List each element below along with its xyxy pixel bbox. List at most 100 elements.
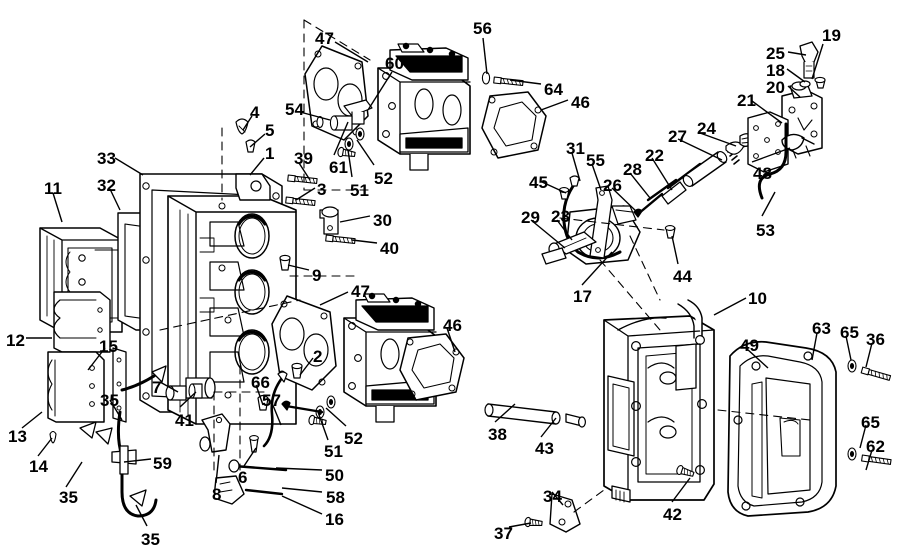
callout-49: 49	[740, 336, 759, 355]
callout-33: 33	[97, 149, 116, 168]
leader-36	[865, 342, 873, 368]
callout-65: 65	[840, 323, 859, 342]
leader-28	[629, 172, 651, 199]
callout-53: 53	[756, 221, 775, 240]
leader-3	[295, 187, 316, 201]
callout-42: 42	[663, 505, 682, 524]
callout-30: 30	[373, 211, 392, 230]
callout-46: 46	[443, 316, 462, 335]
leader-2	[299, 357, 314, 376]
callout-54: 54	[285, 100, 304, 119]
callout-7: 7	[152, 378, 162, 397]
construction-lines	[159, 19, 811, 513]
callout-32: 32	[97, 176, 116, 195]
leader-10	[713, 297, 747, 316]
reed-valve-assembly	[39, 227, 127, 444]
leader-4	[242, 115, 253, 131]
leader-52b	[325, 407, 347, 427]
callout-20: 20	[766, 78, 785, 97]
callout-56: 56	[473, 19, 492, 38]
leader-38	[494, 403, 516, 423]
leader-35c	[135, 504, 148, 527]
callout-29: 29	[521, 208, 540, 227]
leader-21	[751, 100, 783, 124]
leader-58	[281, 487, 323, 493]
callout-35: 35	[100, 391, 119, 410]
intake-manifold-body	[167, 173, 297, 425]
leader-30	[339, 215, 371, 223]
callout-10: 10	[748, 289, 767, 308]
lower-linkage-assembly	[199, 371, 324, 505]
leader-61	[333, 121, 349, 156]
leader-15	[87, 347, 106, 371]
callout-12: 12	[6, 331, 25, 350]
callout-62: 62	[866, 437, 885, 456]
leader-13	[21, 411, 43, 429]
callout-21: 21	[737, 91, 756, 110]
fuel-hose-assembly	[79, 365, 187, 518]
callout-51: 51	[350, 181, 369, 200]
callout-8: 8	[212, 485, 222, 504]
leader-65a	[845, 335, 852, 361]
callout-14: 14	[29, 457, 48, 476]
callout-64: 64	[544, 80, 563, 99]
callout-6: 6	[238, 468, 248, 487]
leader-39	[298, 162, 311, 181]
carb-outlet-gasket-upper	[481, 91, 547, 159]
callout-38: 38	[488, 425, 507, 444]
leader-7	[159, 381, 179, 393]
air-silencer-cover	[727, 340, 837, 517]
leader-33	[114, 157, 144, 176]
callout-58: 58	[326, 488, 345, 507]
callout-57: 57	[262, 391, 281, 410]
callout-61: 61	[329, 158, 348, 177]
leader-22	[651, 157, 673, 191]
leader-1	[249, 157, 265, 176]
leader-14	[37, 437, 53, 457]
carb-flange-gasket-lower	[271, 295, 337, 391]
callout-66: 66	[251, 373, 270, 392]
leader-62	[865, 449, 873, 471]
callout-1: 1	[265, 144, 275, 163]
callout-63: 63	[812, 319, 831, 338]
leader-47a	[334, 41, 369, 63]
callout-24: 24	[697, 119, 716, 138]
carburetor-upper	[316, 42, 471, 171]
leader-51a	[347, 149, 353, 178]
callout-34: 34	[543, 487, 562, 506]
callout-13: 13	[8, 427, 27, 446]
air-silencer-backplate	[603, 299, 715, 503]
manifold-hardware	[188, 118, 356, 399]
leader-65b	[859, 424, 867, 449]
callout-39: 39	[294, 149, 313, 168]
leader-11	[52, 192, 63, 223]
callout-5: 5	[265, 121, 275, 140]
callout-35: 35	[141, 530, 160, 549]
callout-11: 11	[44, 179, 62, 198]
leader-41	[179, 391, 197, 408]
leader-56	[482, 37, 488, 75]
leader-46b	[446, 327, 456, 353]
leader-53	[761, 191, 776, 217]
leader-66	[255, 384, 264, 406]
leader-5	[249, 133, 266, 148]
callout-17: 17	[573, 287, 592, 306]
callout-36: 36	[866, 330, 885, 349]
leader-17	[581, 251, 613, 286]
leader-42	[671, 477, 691, 503]
callout-47: 47	[351, 282, 370, 301]
leader-35a	[109, 399, 123, 421]
callout-28: 28	[623, 160, 642, 179]
callout-55: 55	[586, 151, 605, 170]
leader-54	[299, 111, 331, 121]
callout-2: 2	[313, 347, 323, 366]
callout-31: 31	[566, 139, 585, 158]
callout-52: 52	[374, 169, 393, 188]
leader-27	[677, 138, 723, 161]
leader-24	[699, 132, 737, 147]
callout-40: 40	[380, 239, 399, 258]
callout-25: 25	[766, 44, 785, 63]
callout-43: 43	[535, 439, 554, 458]
leader-48	[751, 147, 791, 163]
